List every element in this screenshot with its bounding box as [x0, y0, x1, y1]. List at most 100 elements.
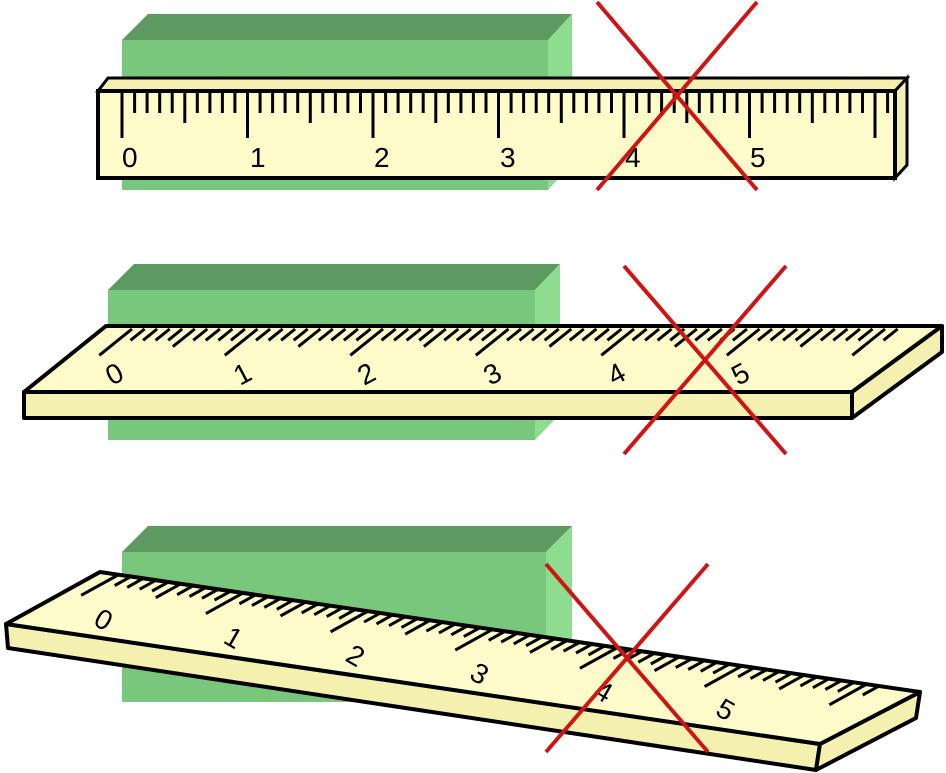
ruler-tilted-tick [575, 642, 593, 655]
ruler-tilted-tick [213, 590, 231, 602]
ruler-tilted-tick [637, 652, 655, 664]
ruler-flat-tick [355, 327, 372, 342]
ruler-tilted-tick [587, 644, 605, 657]
scene-2: 0 1 2 3 4 5 [22, 264, 944, 456]
ruler-flat-tick [217, 327, 234, 342]
ruler-tilted-tick [687, 659, 705, 671]
ruler-flat-tick [317, 327, 334, 342]
ruler-tilted-tick [674, 657, 693, 669]
ruler-tilted-tick [828, 683, 867, 707]
ruler-flat-tick [593, 327, 610, 342]
ruler-flat-tick [543, 327, 560, 342]
ruler-flat-tick [455, 327, 472, 342]
ruler-tilted-tick [650, 653, 668, 666]
ruler-tilted-tick [812, 677, 830, 690]
ruler-flat-tick [581, 327, 598, 342]
ruler-tilted-tick [151, 580, 169, 593]
ruler-flat-tick [782, 327, 799, 342]
ruler-flat: 0 1 2 3 4 5 [22, 324, 944, 420]
ruler-tilted-tick [176, 584, 194, 597]
ruler-tilted-tick [454, 628, 493, 652]
ruler-tilted-tick [799, 675, 817, 688]
ruler-flat-tick [380, 327, 397, 342]
ruler-flat-tick [330, 327, 347, 342]
ruler-flat-tick [142, 327, 159, 342]
ruler-tilted-tick [749, 668, 768, 680]
ruler-tilted-tick [712, 663, 730, 675]
ruler-flat-tick [631, 327, 648, 342]
ruler-tilted-tick [653, 655, 680, 673]
ruler-flat-tick [349, 327, 384, 357]
ruler-tilted-tick [778, 673, 805, 691]
ruler-flat-tick [267, 327, 284, 342]
ruler-flat-tick [418, 327, 435, 342]
ruler-tilted-tick [774, 672, 792, 684]
ruler-flat-tick [422, 327, 447, 348]
ruler-flat-tick [154, 327, 171, 342]
ruler-level: 0 1 2 3 4 5 [94, 74, 911, 182]
ruler-flat-tick [443, 327, 460, 342]
scene-1: 0 1 2 3 4 5 [94, 0, 911, 192]
ruler-flat-tick [857, 327, 874, 342]
ruler-flat-tick [531, 327, 548, 342]
ruler-flat-tick [171, 327, 196, 348]
ruler-tilted-tick [550, 639, 568, 651]
ruler-flat-tick [851, 327, 886, 357]
ruler-tilted-tick [703, 664, 743, 688]
ruler-tilted-tick [699, 661, 718, 673]
ruler-flat-tick [474, 327, 510, 357]
ruler-level-label-0: 0 [122, 142, 138, 173]
ruler-tilted-tick [388, 615, 406, 628]
ruler-flat-ticks [98, 327, 899, 357]
ruler-tilted-tick [837, 681, 855, 693]
ruler-tilted-tick [338, 608, 356, 620]
ruler-flat-tick [98, 327, 133, 357]
ruler-flat-tick [769, 327, 786, 342]
ruler-flat-tick [204, 327, 221, 342]
ruler-flat-tick [280, 327, 297, 342]
ruler-flat-tick [882, 327, 899, 342]
ruler-tilted-tick [500, 632, 518, 644]
ruler-tilted-tick [824, 679, 842, 691]
wrong-cross-2 [622, 264, 788, 456]
ruler-flat-tick [694, 327, 711, 342]
ruler-flat-tick [297, 327, 322, 348]
ruler-tilted-tick [737, 666, 755, 679]
ruler-flat-tick [600, 327, 635, 357]
ruler-tilted-tick [138, 579, 157, 591]
ruler-tilted-tick [861, 684, 880, 697]
ruler-tilted-tick [155, 582, 182, 600]
ruler-tilted-tick [276, 599, 294, 611]
ruler-level-label-3: 3 [500, 142, 516, 173]
ruler-flat-tick [799, 327, 824, 348]
ruler-flat-tick [223, 327, 259, 357]
ruler-tilted-tick [188, 586, 207, 598]
wrong-cross-1 [595, 0, 759, 192]
ruler-flat-tick [731, 327, 748, 342]
ruler-tilted-tick [126, 577, 144, 589]
ruler-tilted-tick [512, 633, 531, 646]
ruler-flat-tick [832, 327, 849, 342]
ruler-tilted-tick [313, 604, 331, 617]
ruler-tilted-tick [251, 595, 269, 607]
ruler-tilted-tick [400, 617, 418, 629]
ruler-tilted-tick [300, 602, 319, 615]
ruler-flat-tick [506, 327, 522, 342]
ruler-tilted-tick [238, 593, 256, 606]
ruler-flat-tick [518, 327, 535, 342]
ruler-tilted-tick [201, 588, 219, 600]
ruler-tilted-tick [329, 610, 369, 634]
ruler-level-labels: 0 1 2 3 4 5 [122, 142, 766, 173]
ruler-tilted-ticks [80, 573, 880, 707]
ruler-level-label-5: 5 [750, 142, 766, 173]
ruler-tilted-tick [325, 606, 344, 618]
ruler-flat-tick [606, 327, 623, 342]
scene-3: 0 1 2 3 4 5 [4, 526, 922, 772]
ruler-tilted-tick [113, 575, 132, 587]
ruler-tilted-tick [404, 619, 431, 636]
ruler-tilted-tick [450, 624, 468, 637]
ruler-tilted-tick [375, 613, 394, 626]
ruler-tilted: 0 1 2 3 4 5 [4, 570, 922, 772]
ruler-tilted-tick [463, 626, 481, 638]
